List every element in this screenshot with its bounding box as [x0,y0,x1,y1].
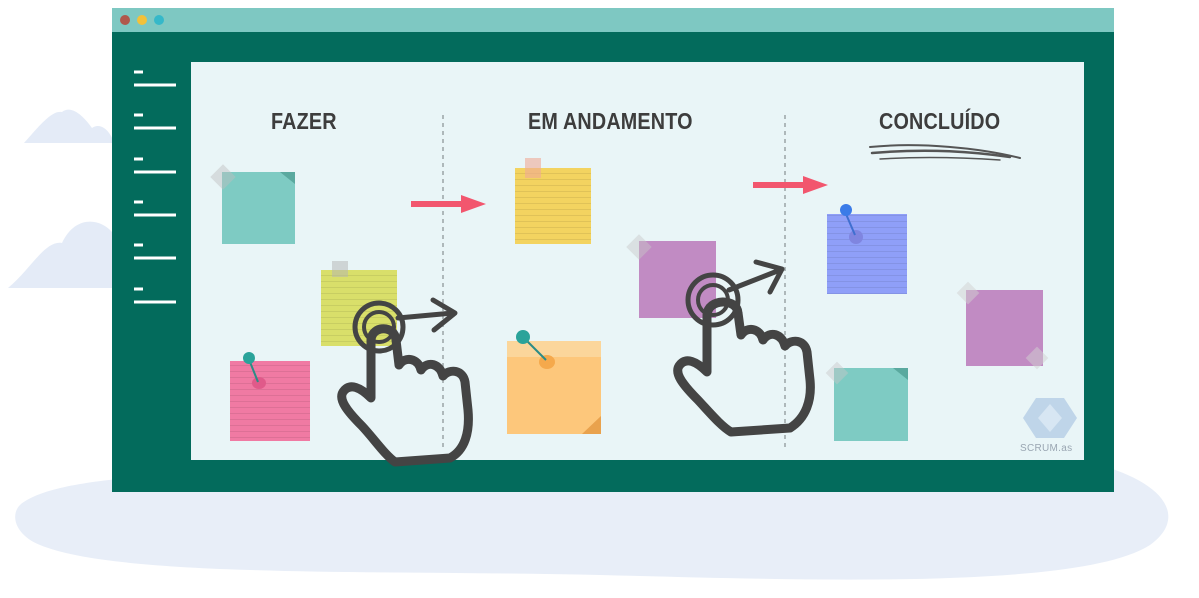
pushpin-icon [516,330,530,344]
done-underline-swoosh [869,144,1021,161]
column-title-in-progress: EM ANDAMENTO [528,108,693,134]
sticky-note-lime[interactable] [321,261,397,346]
sticky-note-teal-done[interactable] [825,361,908,441]
close-dot[interactable] [120,15,130,25]
pushpin-icon [243,352,255,364]
cloud-bottom [8,221,118,288]
sticky-note-yellow[interactable] [515,158,591,244]
drag-hand-icon [673,259,815,437]
column-title-done: CONCLUÍDO [879,108,1001,134]
cloud-top [24,109,114,143]
sticky-note-blue[interactable] [827,204,907,294]
sidebar-menu-icon[interactable] [134,70,176,304]
watermark-label: SCRUM.as [1020,443,1073,454]
sticky-note-pink[interactable] [230,352,310,441]
sticky-note-purple-done[interactable] [956,281,1049,370]
drag-hand-icon [337,297,473,467]
sticky-note-teal[interactable] [210,164,295,244]
move-arrow-icon [753,176,828,194]
sticky-note-orange[interactable] [507,330,601,434]
window-titlebar [112,8,1114,32]
pushpin-icon [840,204,852,216]
scrum-logo-icon [1023,398,1077,438]
maximize-dot[interactable] [154,15,164,25]
sticky-note-purple[interactable] [626,234,716,318]
minimize-dot[interactable] [137,15,147,25]
move-arrow-icon [411,195,486,213]
column-title-todo: FAZER [271,108,337,134]
